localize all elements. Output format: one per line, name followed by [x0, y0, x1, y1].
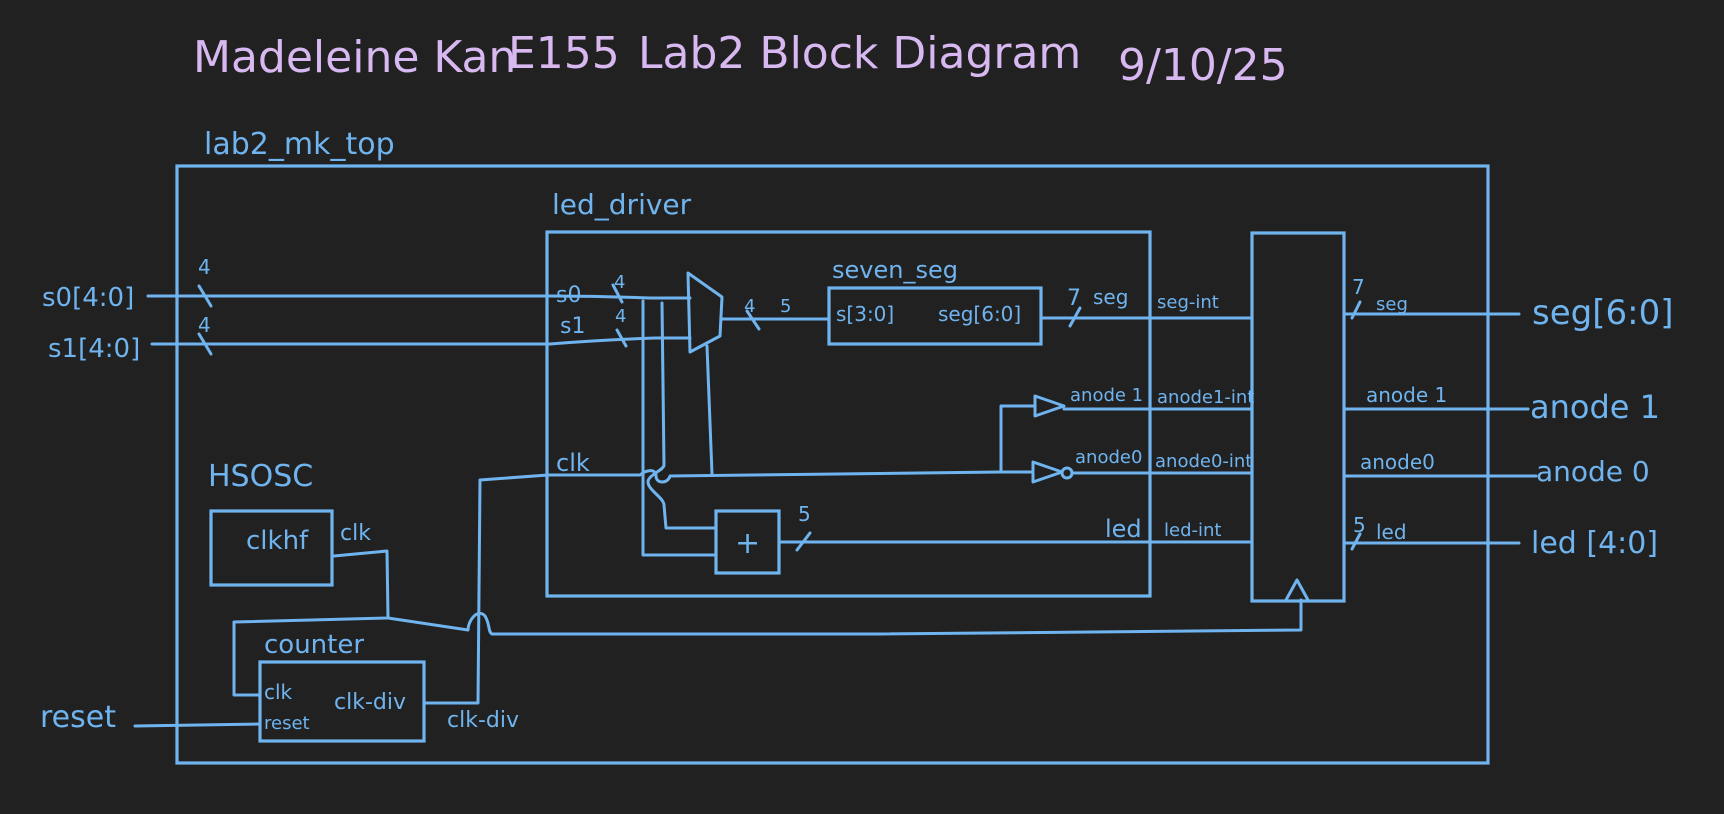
seg-int-label: seg-int	[1157, 292, 1219, 313]
s1-inner-slash	[615, 328, 628, 348]
s0-bus-width: 4	[198, 255, 211, 279]
anode1-int-label: anode1-int	[1157, 387, 1254, 408]
s0-to-adder-wire	[646, 301, 717, 530]
input-reset-label: reset	[40, 700, 116, 735]
multiplexer	[686, 271, 724, 354]
adder-out-slash	[795, 531, 812, 552]
reg-anode0-label: anode0	[1360, 450, 1435, 474]
counter-clk-port: clk	[264, 680, 293, 704]
seg-wire-label: seg	[1093, 285, 1128, 309]
s0-inner-width: 4	[614, 272, 625, 293]
top-module-box	[175, 164, 1490, 765]
led-driver-label: led_driver	[552, 188, 692, 221]
s1-to-adder-wire	[641, 299, 717, 557]
seg-width: 7	[1067, 286, 1081, 311]
hsosc-clk-to-register-wire	[386, 598, 1303, 636]
counter-clk-div-port: clk-div	[334, 690, 406, 715]
mux-out-width-alt: 5	[780, 296, 791, 317]
hsosc-label: HSOSC	[208, 459, 313, 494]
seven-seg-input-port: s[3:0]	[836, 302, 894, 326]
seg-slash	[1068, 306, 1082, 328]
output-seg-label: seg[6:0]	[1532, 293, 1673, 333]
output-register-box	[1250, 231, 1346, 603]
anode1-wire-label: anode 1	[1070, 385, 1143, 406]
reg-led-width: 5	[1353, 513, 1366, 537]
seven-seg-box	[827, 286, 1043, 346]
s1-inner-width: 4	[615, 306, 626, 327]
s0-bus-slash	[197, 284, 213, 308]
adder-out-width: 5	[798, 502, 811, 526]
led-driver-s1-port: s1	[560, 314, 585, 339]
input-s1-label: s1[4:0]	[48, 334, 140, 364]
title-author: Madeleine Kan	[193, 32, 516, 83]
output-anode0-label: anode 0	[1536, 455, 1650, 488]
clk-div-wire	[422, 473, 550, 705]
clk-to-buffer-wire	[999, 404, 1035, 474]
reg-led-label: led	[1376, 520, 1407, 544]
led-driver-s0-port: s0	[556, 283, 581, 308]
counter-label: counter	[264, 630, 364, 660]
s0-wire	[146, 294, 692, 300]
reg-anode1-label: anode 1	[1366, 383, 1447, 407]
anode0-wire-label: anode0	[1075, 447, 1142, 468]
title-name: Lab2 Block Diagram	[638, 28, 1081, 79]
counter-reset-port: reset	[264, 713, 310, 734]
title-course: E155	[508, 28, 620, 79]
reg-seg-width: 7	[1352, 275, 1365, 299]
adder-plus-label: +	[735, 526, 760, 561]
seg-output-slash	[1350, 300, 1362, 320]
anode0-inverter	[1031, 460, 1064, 484]
mux-out-width: 4	[744, 296, 755, 317]
title-date: 9/10/25	[1118, 40, 1288, 91]
mux-select-wire	[705, 344, 714, 476]
hsosc-clk-to-counter-wire	[232, 549, 390, 697]
seven-seg-label: seven_seg	[832, 256, 958, 284]
led-driver-clk-port: clk	[556, 449, 590, 477]
mux-out-slash	[745, 309, 761, 331]
led-int-label: led-int	[1164, 520, 1221, 541]
input-s0-label: s0[4:0]	[42, 283, 134, 313]
anode1-buffer	[1033, 394, 1066, 418]
hsosc-clk-label: clk	[340, 521, 371, 546]
anode0-int-label: anode0-int	[1155, 451, 1252, 472]
register-clock-triangle	[1284, 578, 1310, 602]
output-anode1-label: anode 1	[1530, 388, 1660, 426]
s1-bus-width: 4	[198, 313, 211, 337]
seven-seg-output-port: seg[6:0]	[938, 302, 1021, 326]
s1-wire	[150, 336, 692, 346]
top-module-label: lab2_mk_top	[204, 127, 395, 162]
s1-bus-slash	[197, 332, 213, 356]
output-led-label: led [4:0]	[1531, 526, 1658, 561]
clk-div-wire-label: clk-div	[447, 708, 519, 733]
reg-seg-label: seg	[1376, 294, 1408, 315]
led-driver-box	[545, 230, 1152, 598]
clk-internal-wire	[546, 469, 1003, 484]
led-wire-label: led	[1105, 515, 1142, 543]
hsosc-clkhf-port: clkhf	[246, 526, 309, 556]
s0-inner-slash	[611, 283, 624, 304]
hsosc-box	[209, 509, 334, 587]
reset-wire	[133, 722, 262, 728]
led-output-slash	[1350, 532, 1362, 551]
